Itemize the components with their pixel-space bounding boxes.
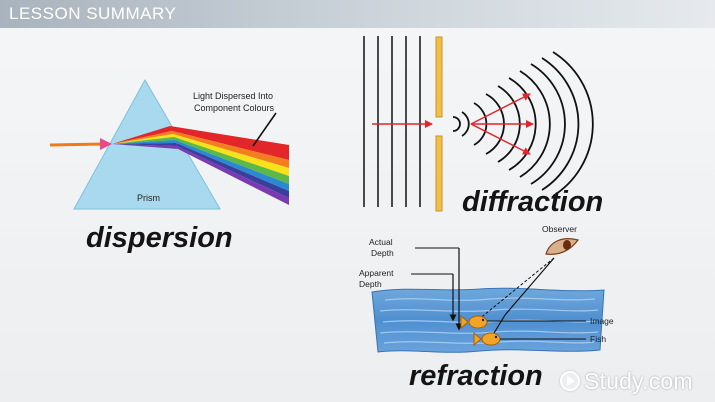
- observer-eye-icon: [545, 238, 580, 255]
- label-apparent-depth: Depth: [359, 279, 382, 289]
- label-observer: Observer: [542, 224, 577, 234]
- label-light-dispersed: Light Dispersed Into: [193, 91, 273, 101]
- incident-ray-arrowhead: [100, 138, 112, 150]
- plane-wavefronts: [363, 36, 421, 207]
- header-bar: LESSON SUMMARY: [0, 0, 715, 28]
- dispersion-diagram: Light Dispersed Into Component Colours P…: [49, 78, 289, 254]
- refraction-diagram: Actual Depth Apparent Depth Observer Ima…: [359, 224, 614, 392]
- study-logo[interactable]: Study.com: [560, 366, 693, 396]
- sight-line-surface: [504, 257, 555, 316]
- diffraction-diagram: diffraction: [363, 36, 603, 218]
- sight-line-image: [477, 257, 555, 321]
- label-actual-depth: Depth: [371, 248, 394, 258]
- label-actual: Actual: [369, 237, 393, 247]
- play-icon: [560, 371, 580, 391]
- circular-wavefronts: [452, 51, 594, 197]
- caption-dispersion: dispersion: [86, 222, 233, 254]
- incident-ray: [49, 142, 105, 147]
- label-apparent: Apparent: [359, 268, 394, 278]
- caption-diffraction: diffraction: [462, 186, 603, 218]
- caption-refraction: refraction: [409, 360, 543, 392]
- header-title: LESSON SUMMARY: [9, 4, 177, 23]
- barrier-bottom: [435, 135, 443, 212]
- label-image: Image: [590, 316, 614, 326]
- diffracted-rays: [470, 93, 534, 155]
- logo-text: Study.com: [584, 367, 693, 394]
- label-fish: Fish: [590, 334, 606, 344]
- barrier-top: [435, 36, 443, 118]
- spectrum-fan: [170, 126, 289, 205]
- fish-image-icon: [460, 314, 488, 330]
- pointer-line-light: [252, 112, 277, 147]
- spectrum-in-prism: [112, 126, 178, 149]
- label-prism: Prism: [137, 193, 160, 203]
- label-component-colours: Component Colours: [194, 103, 275, 113]
